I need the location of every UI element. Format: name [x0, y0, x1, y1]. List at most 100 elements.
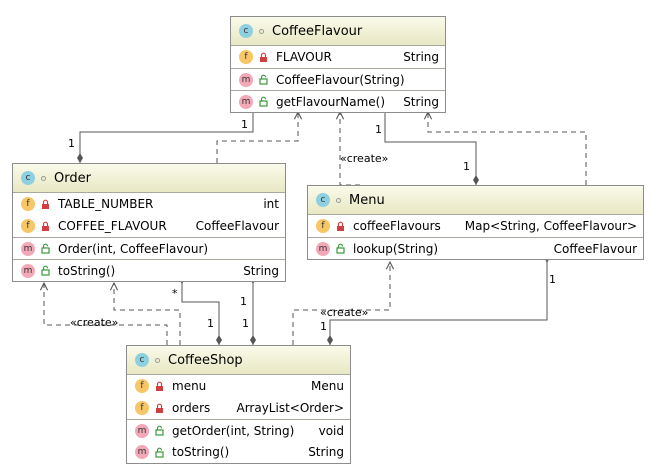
field-name: COFFEE_FLAVOUR [58, 219, 167, 233]
create-stereotype-label: «create» [320, 306, 369, 319]
private-lock-icon [42, 199, 49, 209]
field-icon: f [135, 379, 149, 393]
method-type: CoffeeFlavour [553, 241, 637, 256]
package-private-icon [155, 357, 160, 363]
class-icon: c [21, 171, 35, 185]
field-type: ArrayList<Order> [236, 401, 344, 415]
method-icon: m [135, 423, 149, 438]
method-icon: m [239, 94, 253, 109]
field-row[interactable]: f TABLE_NUMBER int [13, 193, 285, 215]
method-type: String [243, 263, 279, 278]
field-type: CoffeeFlavour [195, 219, 279, 233]
class-name: CoffeeShop [168, 352, 243, 368]
edge-menu-flavour-composition [385, 112, 476, 185]
public-open-lock-icon [41, 243, 50, 254]
field-row[interactable]: f coffeeFlavours Map<String, CoffeeFlavo… [308, 215, 643, 237]
method-type: String [308, 445, 344, 459]
class-header[interactable]: c Order [13, 164, 285, 193]
package-private-icon [259, 28, 264, 34]
method-name: toString() [58, 263, 116, 278]
edge-shop-order-create [44, 283, 168, 345]
method-row[interactable]: m getOrder(int, String) void [127, 419, 350, 441]
field-icon: f [316, 219, 330, 233]
field-row[interactable]: f orders ArrayList<Order> [127, 397, 350, 419]
multiplicity-label: 1 [463, 160, 470, 173]
method-icon: m [21, 241, 35, 256]
multiplicity-label: * [172, 287, 178, 300]
edge-shop-order-dependency [114, 283, 181, 345]
field-type: String [403, 50, 439, 64]
field-row[interactable]: f FLAVOUR String [231, 46, 445, 68]
public-open-lock-icon [259, 74, 268, 85]
field-row[interactable]: f COFFEE_FLAVOUR CoffeeFlavour [13, 215, 285, 237]
class-header[interactable]: c CoffeeFlavour [231, 17, 445, 46]
multiplicity-label: 1 [375, 123, 382, 136]
method-name: toString() [172, 445, 230, 459]
class-box-order[interactable]: c Order f TABLE_NUMBER int f COFFEE_FLAV… [12, 163, 286, 282]
class-header[interactable]: c CoffeeShop [127, 346, 350, 375]
class-box-coffee-flavour[interactable]: c CoffeeFlavour f FLAVOUR String m Coffe… [230, 16, 446, 113]
constructor-row[interactable]: m CoffeeFlavour(String) [231, 68, 445, 90]
multiplicity-label: 1 [241, 118, 248, 131]
constructor-name: Order(int, CoffeeFlavour) [58, 241, 209, 256]
multiplicity-label: 1 [549, 273, 556, 286]
multiplicity-label: 1 [68, 137, 75, 150]
edge-shop-order-aggregation [182, 283, 219, 345]
method-row[interactable]: m lookup(String) CoffeeFlavour [308, 237, 643, 259]
constructor-row[interactable]: m Order(int, CoffeeFlavour) [13, 237, 285, 259]
multiplicity-label: 1 [320, 320, 327, 333]
edge-order-flavour-dependency [216, 112, 298, 163]
method-type: void [318, 423, 344, 438]
class-header[interactable]: c Menu [308, 186, 643, 215]
method-row[interactable]: m toString() String [127, 441, 350, 463]
method-type: String [403, 94, 439, 109]
public-open-lock-icon [259, 96, 268, 107]
class-box-menu[interactable]: c Menu f coffeeFlavours Map<String, Coff… [307, 185, 644, 260]
field-icon: f [21, 219, 35, 233]
create-stereotype-label: «create» [340, 152, 389, 165]
field-row[interactable]: f menu Menu [127, 375, 350, 397]
private-lock-icon [42, 221, 49, 231]
create-stereotype-label: «create» [70, 316, 119, 329]
public-open-lock-icon [336, 243, 345, 254]
class-icon: c [239, 24, 253, 38]
private-lock-icon [156, 403, 163, 413]
multiplicity-label: 1 [207, 317, 214, 330]
field-type: Map<String, CoffeeFlavour> [464, 219, 637, 233]
public-open-lock-icon [155, 447, 164, 458]
public-open-lock-icon [41, 265, 50, 276]
field-icon: f [239, 50, 253, 64]
class-icon: c [135, 353, 149, 367]
class-name: Order [54, 170, 91, 186]
field-type: int [263, 197, 279, 211]
multiplicity-label: 1 [242, 317, 249, 330]
field-name: FLAVOUR [276, 50, 332, 64]
constructor-name: CoffeeFlavour(String) [276, 72, 405, 87]
field-icon: f [21, 197, 35, 211]
edge-order-flavour-composition [80, 112, 253, 163]
public-open-lock-icon [155, 425, 164, 436]
field-name: coffeeFlavours [353, 219, 441, 233]
field-type: Menu [311, 379, 344, 393]
method-icon: m [135, 445, 149, 459]
method-name: getOrder(int, String) [172, 423, 295, 438]
edge-menu-flavour-dependency [428, 112, 587, 185]
method-icon: m [316, 241, 330, 256]
private-lock-icon [337, 221, 344, 231]
method-name: getFlavourName() [276, 94, 386, 109]
package-private-icon [336, 197, 341, 203]
method-row[interactable]: m toString() String [13, 259, 285, 281]
package-private-icon [41, 175, 46, 181]
field-name: TABLE_NUMBER [58, 197, 154, 211]
edge-shop-menu-composition [330, 262, 547, 345]
multiplicity-label: 1 [240, 295, 247, 308]
field-name: orders [172, 401, 211, 415]
method-row[interactable]: m getFlavourName() String [231, 90, 445, 112]
field-icon: f [135, 401, 149, 415]
private-lock-icon [156, 381, 163, 391]
private-lock-icon [260, 52, 267, 62]
class-box-coffee-shop[interactable]: c CoffeeShop f menu Menu f orders ArrayL… [126, 345, 351, 464]
method-icon: m [239, 72, 253, 87]
method-icon: m [21, 263, 35, 278]
class-name: Menu [349, 192, 385, 208]
